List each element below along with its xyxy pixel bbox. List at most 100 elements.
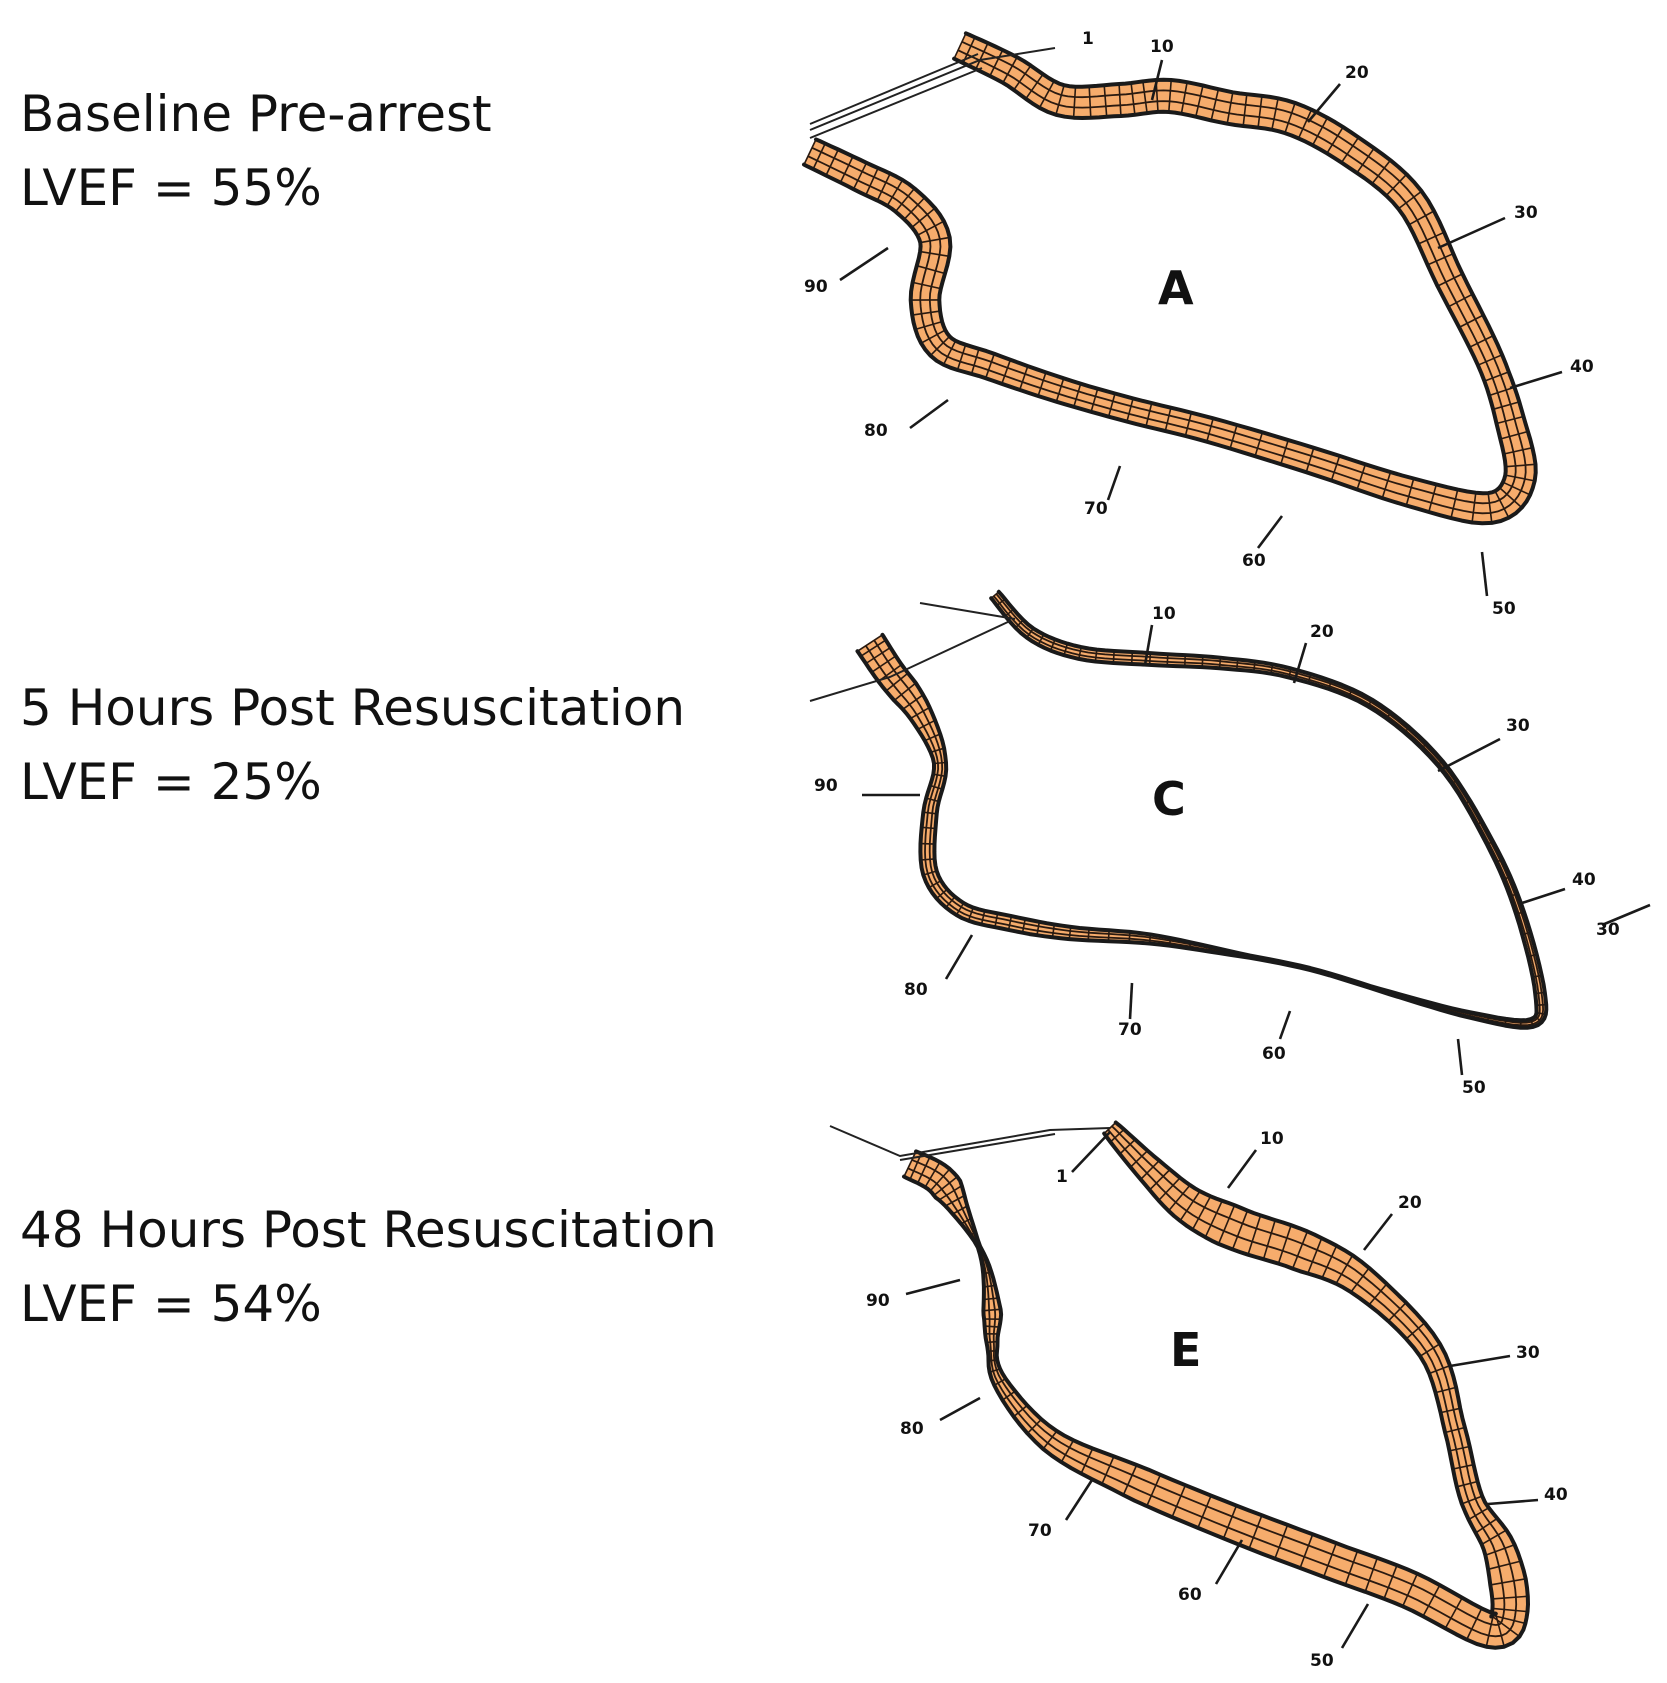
wall-chord [923,811,937,815]
wall-chord [994,913,999,928]
wall-chord [1038,80,1055,109]
wall-chord [980,910,986,925]
wall-chord [876,173,891,201]
wall-chord [1284,102,1296,134]
wall-chord [1088,86,1092,118]
wall-chord [1055,84,1065,116]
wall-chord [911,207,936,229]
tick-labels-a: 10 1 20 30 40 50 60 70 80 90 A [804,29,1594,619]
wall-chord [955,902,965,916]
tick-label: 40 [1570,357,1594,377]
wall-chord [1204,1200,1223,1238]
wall-chord [929,1168,951,1192]
wall-chord [1305,447,1315,473]
wall-chord [953,32,967,60]
wall-chord [1103,85,1108,117]
valve-lines-a [809,47,1056,139]
wall-chord [1222,1505,1238,1539]
tick-labels-c: 10 20 30 40 50 60 70 80 90 30 C [814,604,1651,1098]
wall-chord [1206,418,1214,442]
wall-chord [894,187,916,213]
wall-chord [942,340,957,366]
tick-label: 20 [1345,63,1369,83]
wall-chord [1060,1439,1075,1463]
wall-chord [1405,1322,1426,1340]
wall-chord [1013,65,1032,91]
wall-chord [1387,1302,1407,1322]
lv-contour-a: 10 1 20 30 40 50 60 70 80 90 A [802,29,1594,619]
wall-chord [1490,1578,1526,1586]
wall-chord [1461,1495,1483,1505]
wall-chord [1449,1445,1470,1452]
wall-chord [1405,478,1415,506]
wall-chord [1107,393,1116,417]
wall-chord [1164,407,1172,432]
wall-chord [1401,1573,1419,1607]
wall-chord [1025,73,1044,100]
wall-chord [1274,1524,1289,1559]
wall-chord [1469,334,1494,349]
tick-label: 70 [1084,499,1108,519]
wall-midline [811,49,1517,505]
panel-e: 48 Hours Post Resuscitation LVEF = 54% 1… [0,1110,1667,1671]
wall-chord [1210,89,1220,121]
lv-wall-e [902,1120,1530,1650]
wall-chord [1485,1543,1515,1557]
tick-label: 1 [1056,1167,1068,1187]
wall-chord [1226,92,1234,124]
wall-chord [1505,474,1535,482]
wall-chord [1494,1613,1505,1647]
tick-label: 30 [1596,920,1620,940]
wall-chord [1468,1507,1490,1521]
wall-chord [916,1156,931,1184]
wall-chord [1487,1560,1521,1571]
panel-c: 5 Hours Post Resuscitation LVEF = 25% 10… [0,583,1667,1143]
wall-chord [933,1176,958,1197]
wall-chord [1385,173,1408,197]
wall-chord [1180,82,1188,114]
valve-lines-e [829,1125,1111,1161]
panel-e-letter: E [1170,1323,1201,1377]
panel-a-letter: A [1158,261,1194,315]
panel-a-title: Baseline Pre-arrest [20,85,492,143]
wall-chord [919,250,950,258]
tick-label: 50 [1492,599,1516,619]
valve-lines-c [809,602,1016,702]
wall-chord [952,1205,968,1215]
wall-chord [1280,439,1289,465]
wall-chord [860,639,887,657]
wall-chord [983,1297,999,1301]
wall-chord [1503,446,1533,455]
wall-chord [1456,1480,1478,1488]
epicardial-border [914,1131,1498,1619]
wall-chord [1344,1550,1359,1586]
wall-chord [1502,481,1531,496]
wall-chord [903,1151,917,1177]
wall-chord [1167,1184,1191,1212]
epicardial-border [814,56,1508,496]
wall-chord [1465,1608,1483,1640]
wall-chord [1505,463,1536,468]
wall-chord [871,655,897,673]
lv-wall-c [855,589,1549,1030]
wall-chord [1299,1534,1314,1569]
wall-chord [1485,1613,1495,1647]
panel-c-title: 5 Hours Post Resuscitation [20,679,686,737]
wall-chord [970,348,980,375]
tick-label: 30 [1514,203,1538,223]
wall-chord [993,1378,1007,1386]
tick-label: 60 [1178,1585,1202,1605]
wall-chord [1492,1607,1528,1613]
wall-chord [967,907,974,921]
wall-chord [1242,94,1248,127]
wall-band [804,33,1536,524]
wall-chord [1247,1215,1262,1255]
tick-label: 30 [1516,1343,1540,1363]
wall-chord [1364,1557,1379,1593]
wall-chord [1248,1515,1263,1549]
panel-a-caption: Baseline Pre-arrest LVEF = 55% [20,77,492,225]
wall-chord [1130,82,1136,115]
wall-chord [1297,109,1313,139]
wall-chord [1427,252,1454,266]
wall-chord [1494,490,1510,519]
